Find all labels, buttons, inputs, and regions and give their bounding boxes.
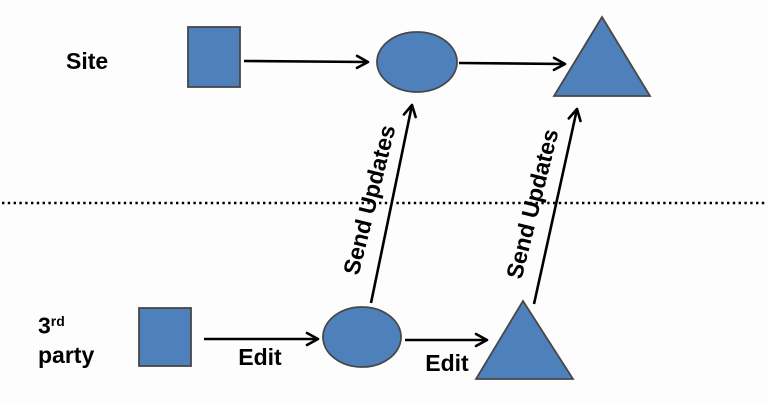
third-party-number: 3	[38, 312, 51, 339]
arrow-send-updates-left	[369, 103, 417, 304]
edge-label-edit-right: Edit	[425, 350, 469, 377]
site-triangle-shape	[552, 15, 652, 97]
party-triangle-shape	[474, 299, 575, 380]
party-ellipse-shape	[322, 306, 402, 368]
third-party-ordinal-suffix: rd	[50, 313, 65, 329]
edge-label-edit-left: Edit	[238, 344, 282, 371]
lane-label-third-party: 3rd party	[38, 306, 94, 370]
arrow-send-updates-right	[532, 107, 582, 305]
third-party-word: party	[38, 341, 95, 368]
lane-label-site: Site	[66, 48, 109, 74]
party-square-shape	[138, 307, 192, 367]
site-ellipse-shape	[376, 31, 458, 93]
site-square-shape	[187, 26, 241, 88]
arrow-site-square-to-ellipse	[243, 54, 370, 70]
arrow-site-ellipse-to-triangle	[458, 56, 567, 72]
